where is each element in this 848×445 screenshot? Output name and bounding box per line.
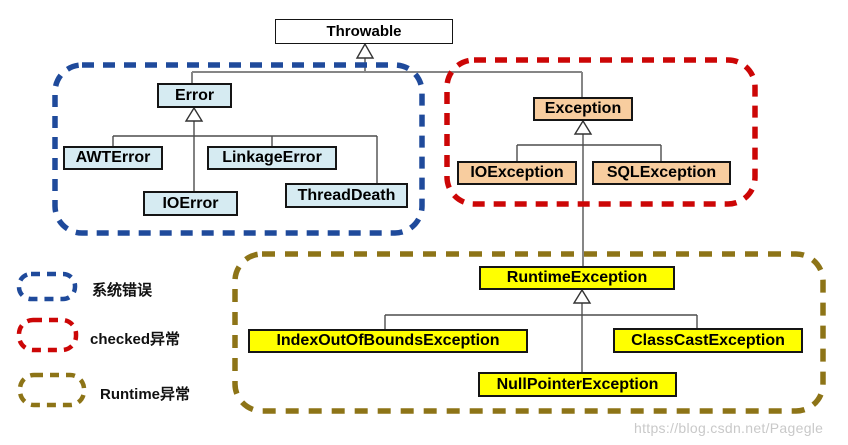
exception-subtree-connectors: [516, 144, 662, 162]
error-subtree-connectors: [112, 121, 378, 192]
legend-swatch-checked-exception: [16, 317, 79, 353]
node-linkage-error: LinkageError: [207, 146, 337, 170]
legend-swatch-runtime-exception: [17, 372, 87, 408]
runtime-subtree-connectors: [384, 314, 698, 330]
checked-exception-group-frame: [444, 57, 758, 207]
node-index-out-of-bounds-exception: IndexOutOfBoundsException: [248, 329, 528, 353]
legend-label-system-error: 系统错误: [92, 282, 153, 299]
node-throwable: Throwable: [275, 19, 453, 44]
watermark-url: https://blog.csdn.net/Pagegle: [634, 420, 824, 436]
inheritance-arrow-exception: [573, 119, 593, 135]
node-exception: Exception: [533, 97, 633, 121]
node-runtime-exception: RuntimeException: [479, 266, 675, 290]
legend-label-checked-exception: checked异常: [90, 331, 181, 348]
node-thread-death: ThreadDeath: [285, 183, 408, 208]
runtime-exception-group-frame: [232, 251, 826, 414]
inheritance-arrow-error: [184, 106, 204, 122]
inheritance-arrowheads: [184, 42, 593, 304]
node-sql-exception: SQLException: [592, 161, 731, 185]
node-io-exception: IOException: [457, 161, 577, 185]
node-awt-error: AWTError: [63, 146, 163, 170]
system-error-group-frame: [52, 62, 425, 236]
legend-label-runtime-exception: Runtime异常: [100, 386, 191, 403]
legend-swatch-system-error: [16, 271, 78, 302]
inheritance-arrow-runtime: [572, 288, 592, 304]
node-null-pointer-exception: NullPointerException: [478, 372, 677, 397]
trunk-connectors: [191, 58, 584, 373]
node-error: Error: [157, 83, 232, 108]
node-class-cast-exception: ClassCastException: [613, 328, 803, 353]
node-io-error: IOError: [143, 191, 238, 216]
inheritance-arrow-throwable: [355, 42, 375, 59]
